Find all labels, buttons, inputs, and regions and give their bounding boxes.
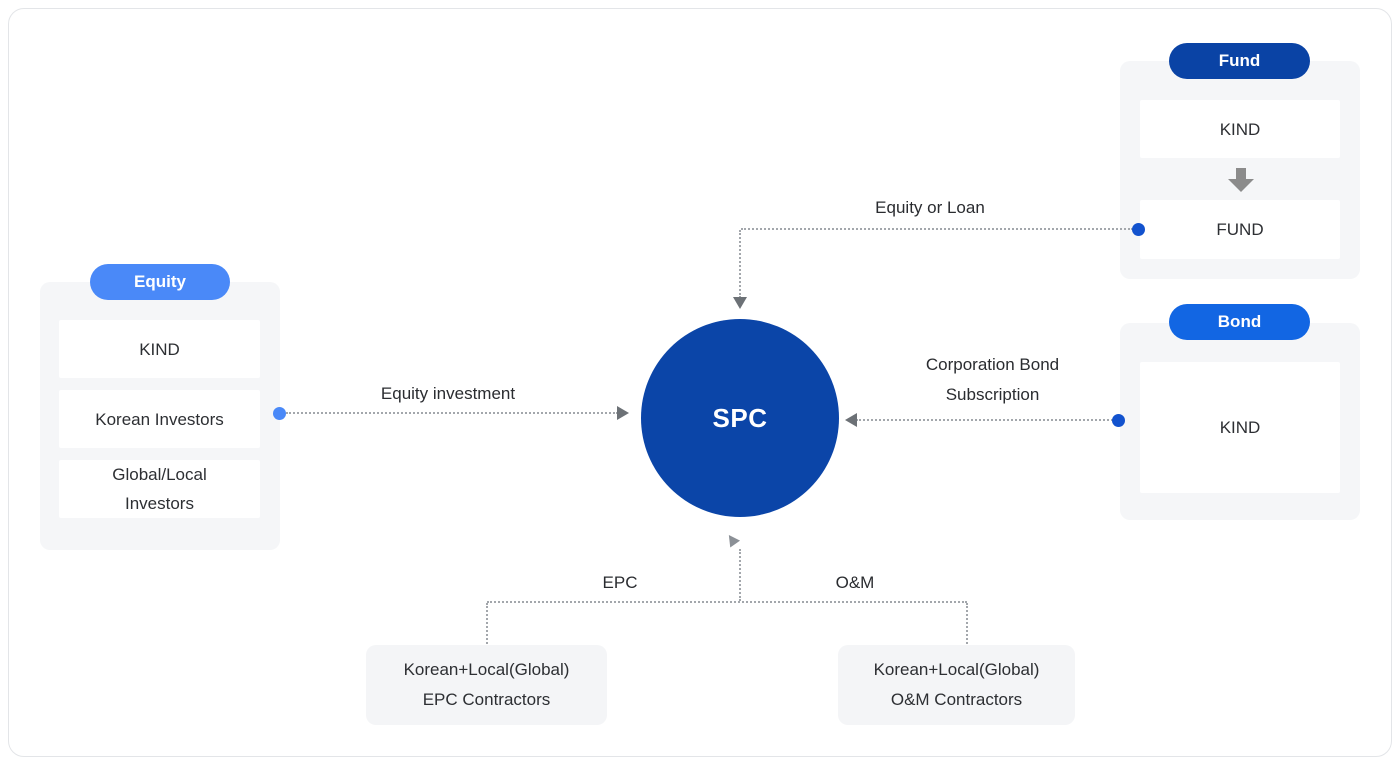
fund-item-kind-label: KIND — [1219, 119, 1261, 139]
spc-label: SPC — [712, 402, 768, 433]
fund-tag-pill: Fund — [1169, 43, 1310, 79]
arrowhead-left-icon — [845, 413, 857, 427]
equity-item-korean-investors: Korean Investors — [59, 390, 260, 448]
onm-edge-label: O&M — [835, 573, 875, 592]
contractors-connector-vline-right — [966, 603, 968, 644]
bond-subscription-label: Corporation Bond Subscription — [880, 350, 1105, 410]
epc-contractors-box: Korean+Local(Global) EPC Contractors — [366, 645, 607, 725]
onm-contractors-line1: Korean+Local(Global) — [873, 660, 1040, 679]
bond-subscription-line2: Subscription — [945, 385, 1040, 404]
epc-edge-label: EPC — [602, 573, 638, 592]
fund-tag-label: Fund — [1218, 51, 1261, 70]
bond-subscription-line1: Corporation Bond — [925, 355, 1060, 374]
contractors-connector-vline-center — [739, 549, 741, 601]
bond-item-kind-label: KIND — [1219, 418, 1261, 437]
down-block-arrow-icon — [1228, 168, 1254, 192]
bond-tag-pill: Bond — [1169, 304, 1310, 340]
arrowhead-right-icon — [617, 406, 629, 420]
equity-tag-label: Equity — [134, 272, 186, 291]
equity-item-kind-label: KIND — [139, 339, 180, 359]
contractors-connector-vline-left — [486, 603, 488, 644]
equity-item-global-local-investors-label: Global/Local Investors — [112, 465, 207, 513]
fund-connector-vline — [739, 230, 741, 298]
equity-item-korean-investors-label: Korean Investors — [95, 409, 224, 429]
bond-connector-line — [856, 419, 1113, 421]
arrowhead-down-icon — [733, 297, 747, 309]
fund-connector-hline — [741, 228, 1133, 230]
fund-item-kind: KIND — [1140, 100, 1340, 158]
fund-item-fund-label: FUND — [1216, 220, 1264, 239]
equity-item-kind: KIND — [59, 320, 260, 378]
equity-or-loan-label: Equity or Loan — [875, 198, 985, 217]
epc-contractors-line2: EPC Contractors — [422, 690, 551, 709]
equity-connector-line — [286, 412, 618, 414]
equity-tag-pill: Equity — [90, 264, 230, 300]
fund-item-fund: FUND — [1140, 200, 1340, 259]
bond-connector-dot — [1112, 414, 1125, 427]
equity-investment-label: Equity investment — [380, 384, 516, 403]
bond-tag-label: Bond — [1217, 312, 1262, 331]
equity-item-global-local-investors: Global/Local Investors — [59, 460, 260, 518]
onm-contractors-box: Korean+Local(Global) O&M Contractors — [838, 645, 1075, 725]
fund-connector-dot — [1132, 223, 1145, 236]
spc-node: SPC — [641, 319, 839, 517]
bond-item-kind: KIND — [1140, 362, 1340, 493]
contractors-connector-hline — [487, 601, 967, 603]
onm-contractors-line2: O&M Contractors — [890, 690, 1023, 709]
epc-contractors-line1: Korean+Local(Global) — [403, 660, 570, 679]
equity-connector-dot — [273, 407, 286, 420]
